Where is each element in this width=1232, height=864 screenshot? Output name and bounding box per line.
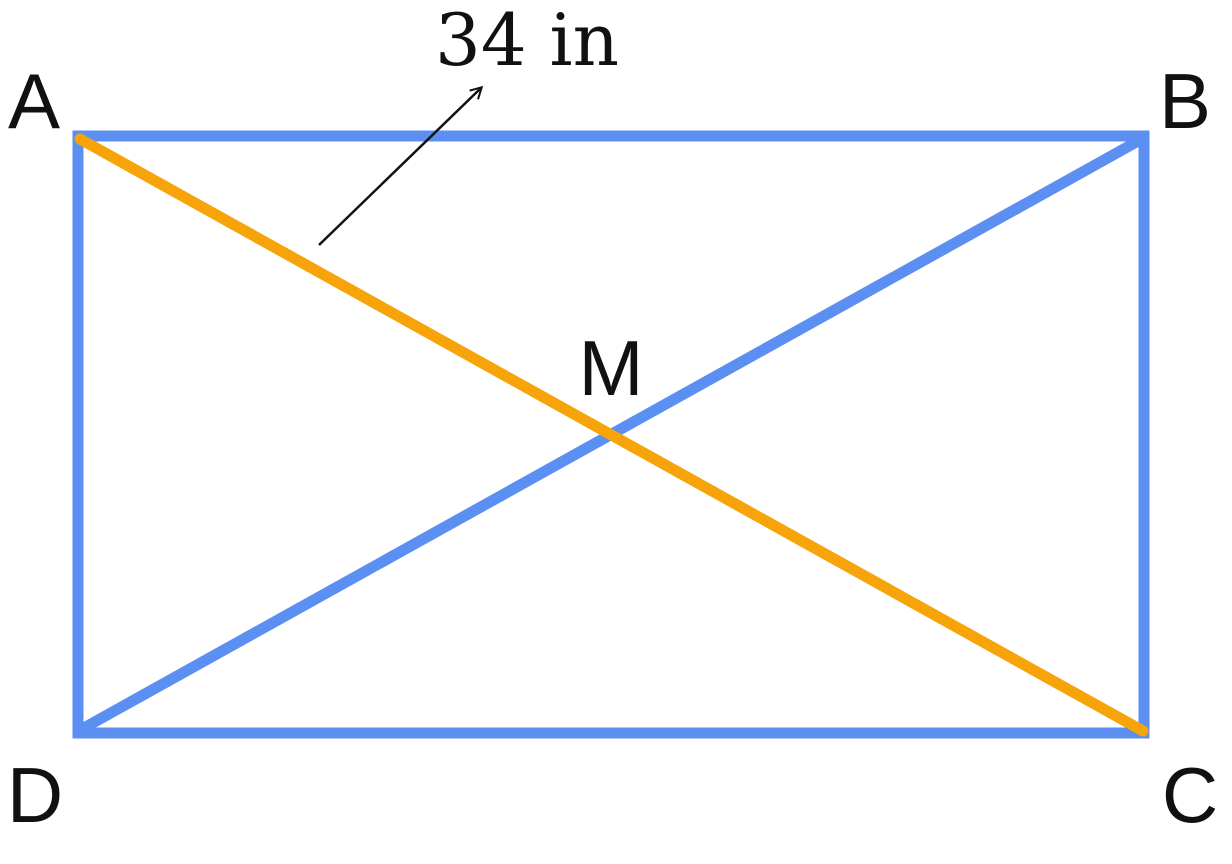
vertex-label-a: A bbox=[8, 57, 60, 145]
vertex-label-b: B bbox=[1159, 57, 1211, 145]
vertex-label-c: C bbox=[1162, 751, 1218, 839]
rectangle-abcd bbox=[72, 130, 1150, 739]
midpoint-label-m: M bbox=[579, 324, 644, 412]
measurement-label: 34 in bbox=[435, 0, 619, 82]
measurement-arrow bbox=[318, 88, 481, 246]
diagonal-ac bbox=[74, 133, 1149, 737]
vertex-label-d: D bbox=[7, 751, 63, 839]
